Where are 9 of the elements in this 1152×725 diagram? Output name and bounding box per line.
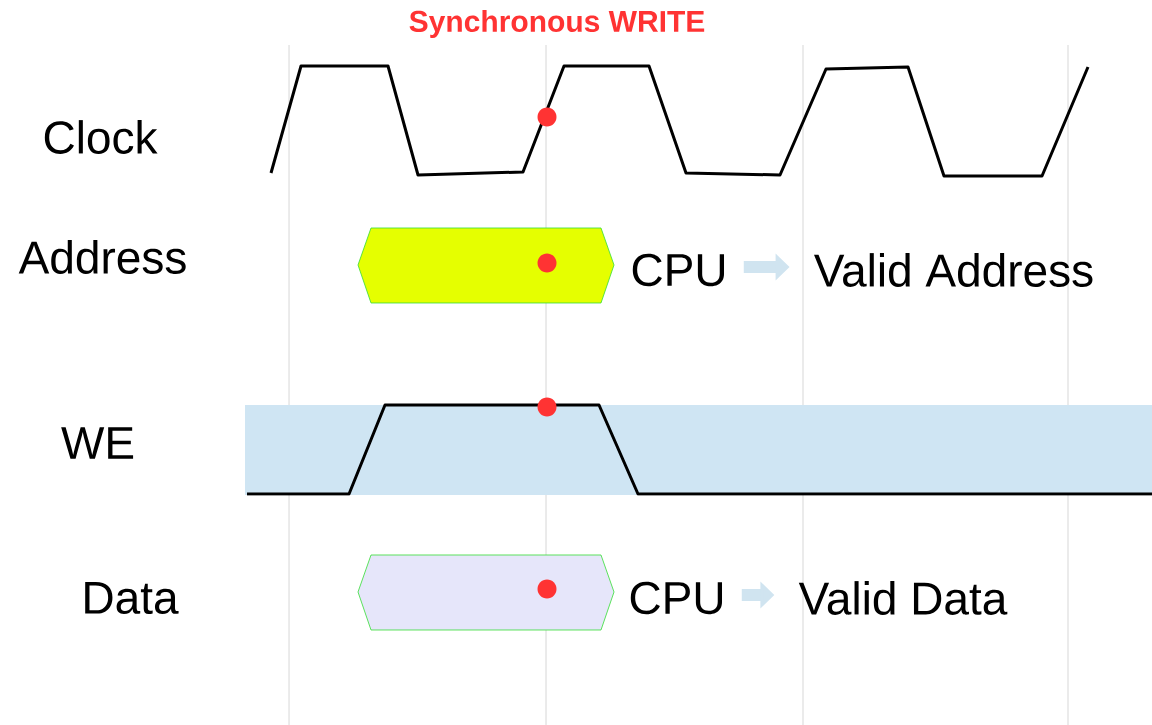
signal-label: Data	[85, 581, 179, 615]
bus-value-text: CPU	[632, 253, 724, 287]
bus-value-text: Valid Data	[798, 581, 1008, 615]
signal-label: Clock	[44, 120, 158, 154]
bus-value-text: Valid Address	[814, 253, 1093, 287]
bus-value-text: CPU	[630, 581, 722, 615]
signal-label: Address	[18, 240, 186, 274]
title: Synchronous WRITE	[409, 10, 705, 38]
signal-label: WE	[61, 427, 134, 459]
